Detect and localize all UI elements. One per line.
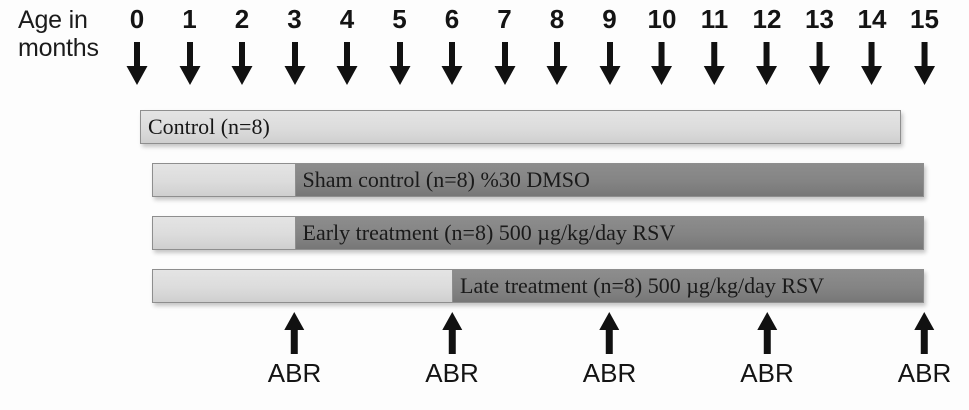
down-arrow-icon — [441, 42, 463, 85]
abr-label: ABR — [897, 358, 952, 388]
up-arrow-icon — [599, 312, 620, 354]
abr-label: ABR — [740, 358, 794, 388]
abr-marker-month-3: ABR — [268, 312, 321, 388]
month-number: 14 — [857, 4, 887, 34]
month-tick-4: 4 — [334, 4, 360, 86]
month-number: 1 — [182, 4, 197, 34]
bar-body — [152, 269, 924, 303]
down-arrow-icon — [126, 42, 148, 85]
down-arrow-icon — [704, 42, 725, 85]
abr-marker-month-6: ABR — [425, 312, 479, 388]
bar-body — [152, 216, 924, 250]
abr-marker-month-9: ABR — [583, 312, 636, 388]
month-number: 11 — [700, 4, 729, 34]
down-arrow-icon — [494, 42, 515, 85]
down-arrow-icon — [808, 42, 830, 85]
bar-segment-treatment — [453, 270, 923, 302]
month-number: 8 — [549, 4, 565, 34]
month-number: 7 — [497, 4, 512, 34]
down-arrow-icon — [179, 42, 200, 85]
down-arrow-icon — [651, 42, 673, 85]
up-arrow-icon — [914, 312, 935, 354]
down-arrow-icon — [231, 42, 253, 85]
timeline-bar-late-treatment[interactable]: Late treatment (n=8) 500 µg/kg/day RSV — [152, 269, 948, 303]
down-arrow-icon — [599, 42, 620, 85]
month-number: 2 — [234, 4, 250, 34]
timeline-bar-control[interactable]: Control (n=8) — [140, 110, 925, 144]
up-arrow-icon — [284, 312, 305, 354]
month-tick-14: 14 — [857, 4, 887, 86]
axis-label: Age in months — [18, 6, 133, 62]
abr-marker-month-12: ABR — [740, 312, 794, 388]
abr-label: ABR — [582, 358, 637, 388]
bar-segment-untreated — [153, 164, 296, 196]
month-tick-11: 11 — [700, 4, 729, 86]
abr-marker-month-15: ABR — [898, 312, 951, 388]
month-tick-8: 8 — [544, 4, 570, 86]
month-number: 12 — [752, 4, 782, 34]
month-number: 6 — [444, 4, 460, 34]
month-tick-0: 0 — [124, 4, 150, 86]
month-number: 4 — [339, 4, 355, 34]
month-tick-12: 12 — [752, 4, 782, 86]
bar-segment-untreated — [141, 111, 900, 143]
month-tick-3: 3 — [282, 4, 308, 86]
axis-label-line1: Age in — [18, 6, 88, 34]
month-tick-13: 13 — [805, 4, 834, 86]
abr-label: ABR — [267, 358, 322, 388]
down-arrow-icon — [284, 42, 305, 85]
up-arrow-icon — [442, 312, 462, 354]
month-number: 9 — [602, 4, 617, 34]
down-arrow-icon — [913, 42, 935, 85]
month-tick-9: 9 — [597, 4, 623, 86]
bar-segment-untreated — [153, 270, 453, 302]
month-tick-1: 1 — [177, 4, 203, 86]
up-arrow-icon — [757, 312, 777, 354]
month-tick-2: 2 — [229, 4, 255, 86]
down-arrow-icon — [861, 42, 883, 85]
month-number: 0 — [129, 4, 145, 34]
month-number: 10 — [647, 4, 677, 34]
month-number: 5 — [392, 4, 407, 34]
bar-segment-untreated — [153, 217, 296, 249]
month-number: 15 — [910, 4, 939, 34]
bar-segment-treatment — [295, 217, 923, 249]
bar-body — [152, 163, 924, 197]
timeline-bar-early-treatment[interactable]: Early treatment (n=8) 500 µg/kg/day RSV — [152, 216, 948, 250]
bar-body — [140, 110, 901, 144]
axis-label-line2: months — [18, 34, 99, 62]
timeline-bar-sham-control[interactable]: Sham control (n=8) %30 DMSO — [152, 163, 948, 197]
month-tick-5: 5 — [387, 4, 413, 86]
down-arrow-icon — [336, 42, 358, 85]
down-arrow-icon — [546, 42, 568, 85]
down-arrow-icon — [389, 42, 410, 85]
bar-segment-treatment — [295, 164, 923, 196]
month-number: 13 — [805, 4, 834, 34]
down-arrow-icon — [756, 42, 778, 85]
month-tick-6: 6 — [439, 4, 465, 86]
month-tick-15: 15 — [910, 4, 939, 86]
month-tick-7: 7 — [492, 4, 518, 86]
month-number: 3 — [287, 4, 302, 34]
month-tick-10: 10 — [647, 4, 677, 86]
abr-label: ABR — [425, 358, 479, 388]
